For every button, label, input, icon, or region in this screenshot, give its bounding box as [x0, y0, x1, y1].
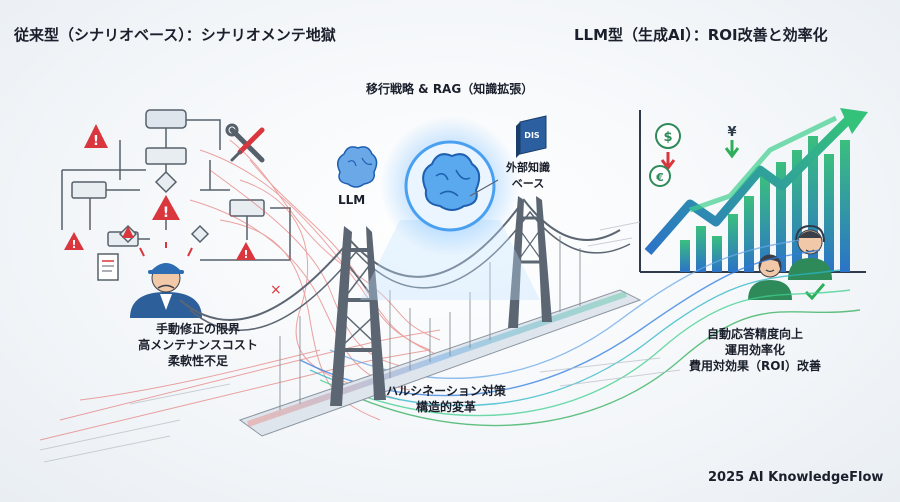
- transition-note: ハルシネーション対策: [386, 384, 506, 398]
- chart-bar: [760, 176, 770, 272]
- bridge-tower: [508, 196, 552, 328]
- legacy-issues-list: 手動修正の限界 高メンテナンスコスト 柔軟性不足: [118, 321, 278, 369]
- x-mark-icon: ×: [270, 282, 282, 298]
- svg-text:!: !: [163, 205, 169, 221]
- knowledge-base-line: 外部知識: [506, 161, 550, 174]
- benefit-item: 自動応答精度向上: [706, 327, 803, 341]
- warning-icon: [122, 226, 134, 238]
- svg-text:!: !: [71, 238, 76, 251]
- faint-code-lines: [39, 221, 681, 463]
- svg-text:!: !: [93, 134, 99, 149]
- flow-box: [145, 109, 187, 129]
- chart-bar: [776, 162, 786, 272]
- brain-icon: [422, 153, 481, 211]
- knowledge-base-label: 外部知識 ベース: [500, 160, 556, 192]
- knowledge-base-line: ベース: [511, 177, 545, 190]
- legacy-section-title: 従来型（シナリオベース）：シナリオメンテ地獄: [14, 26, 336, 44]
- issue-item: 柔軟性不足: [167, 354, 228, 368]
- growth-arrow: [644, 114, 854, 255]
- warning-icon: !: [84, 124, 108, 149]
- warning-icon: !: [236, 242, 256, 261]
- svg-text:!: !: [243, 248, 248, 261]
- chart-bar: [840, 140, 850, 272]
- flow-box: [229, 199, 265, 217]
- llm-brain-hologram: [360, 116, 540, 300]
- transition-note: 構造的変革: [415, 400, 476, 414]
- tools-icon: [225, 123, 265, 163]
- dollar-coin-icon: $: [655, 123, 681, 171]
- warning-icon: !: [64, 232, 84, 251]
- stressed-worker-icon: [130, 242, 202, 318]
- euro-coin-icon: €: [649, 165, 671, 187]
- svg-text:DIS: DIS: [524, 131, 540, 140]
- bridge-tower: [330, 226, 386, 406]
- arrow-head: [840, 108, 868, 134]
- chart-bar: [808, 136, 818, 272]
- chart-bar: [792, 150, 802, 272]
- benefit-item: 費用対効果（ROI）改善: [689, 359, 821, 373]
- yen-icon: ¥: [724, 125, 740, 159]
- chart-bar: [744, 196, 754, 272]
- svg-text:€: €: [655, 171, 664, 184]
- growth-chart: [639, 108, 868, 273]
- connector-line: [469, 179, 499, 197]
- issue-item: 高メンテナンスコスト: [138, 338, 258, 352]
- warning-icon: !: [152, 195, 180, 221]
- svg-text:¥: ¥: [727, 125, 736, 140]
- llm-brain-icon: [337, 146, 378, 188]
- flow-box: [71, 181, 107, 199]
- document-icon: [97, 253, 119, 281]
- issue-item: 手動修正の限界: [155, 322, 240, 336]
- svg-text:$: $: [663, 130, 672, 145]
- bridge: [179, 196, 642, 437]
- warning-icons: ! ! ! !: [64, 124, 256, 261]
- benefits-list: 自動応答精度向上 運用効率化 費用対効果（ROI）改善: [680, 326, 830, 374]
- brand-footer: 2025 AI KnowledgeFlow: [708, 470, 884, 485]
- chart-bar: [712, 236, 722, 272]
- check-icon: [804, 283, 826, 301]
- llm-section-title: LLM型（生成AI）：ROI改善と効率化: [574, 26, 828, 44]
- llm-label: LLM: [338, 193, 366, 207]
- knowledge-book-icon: DIS: [516, 115, 547, 158]
- strategy-title: 移行戦略 & RAG（知識拡張）: [366, 82, 534, 96]
- currency-icons: $ ¥ €: [649, 123, 740, 187]
- flow-box: [145, 147, 187, 165]
- chart-bar: [696, 226, 706, 272]
- benefit-item: 運用効率化: [724, 343, 785, 357]
- chart-bar: [728, 214, 738, 272]
- chart-bar: [824, 154, 834, 272]
- transition-notes: ハルシネーション対策 構造的変革: [366, 383, 526, 415]
- chart-bar: [680, 240, 690, 272]
